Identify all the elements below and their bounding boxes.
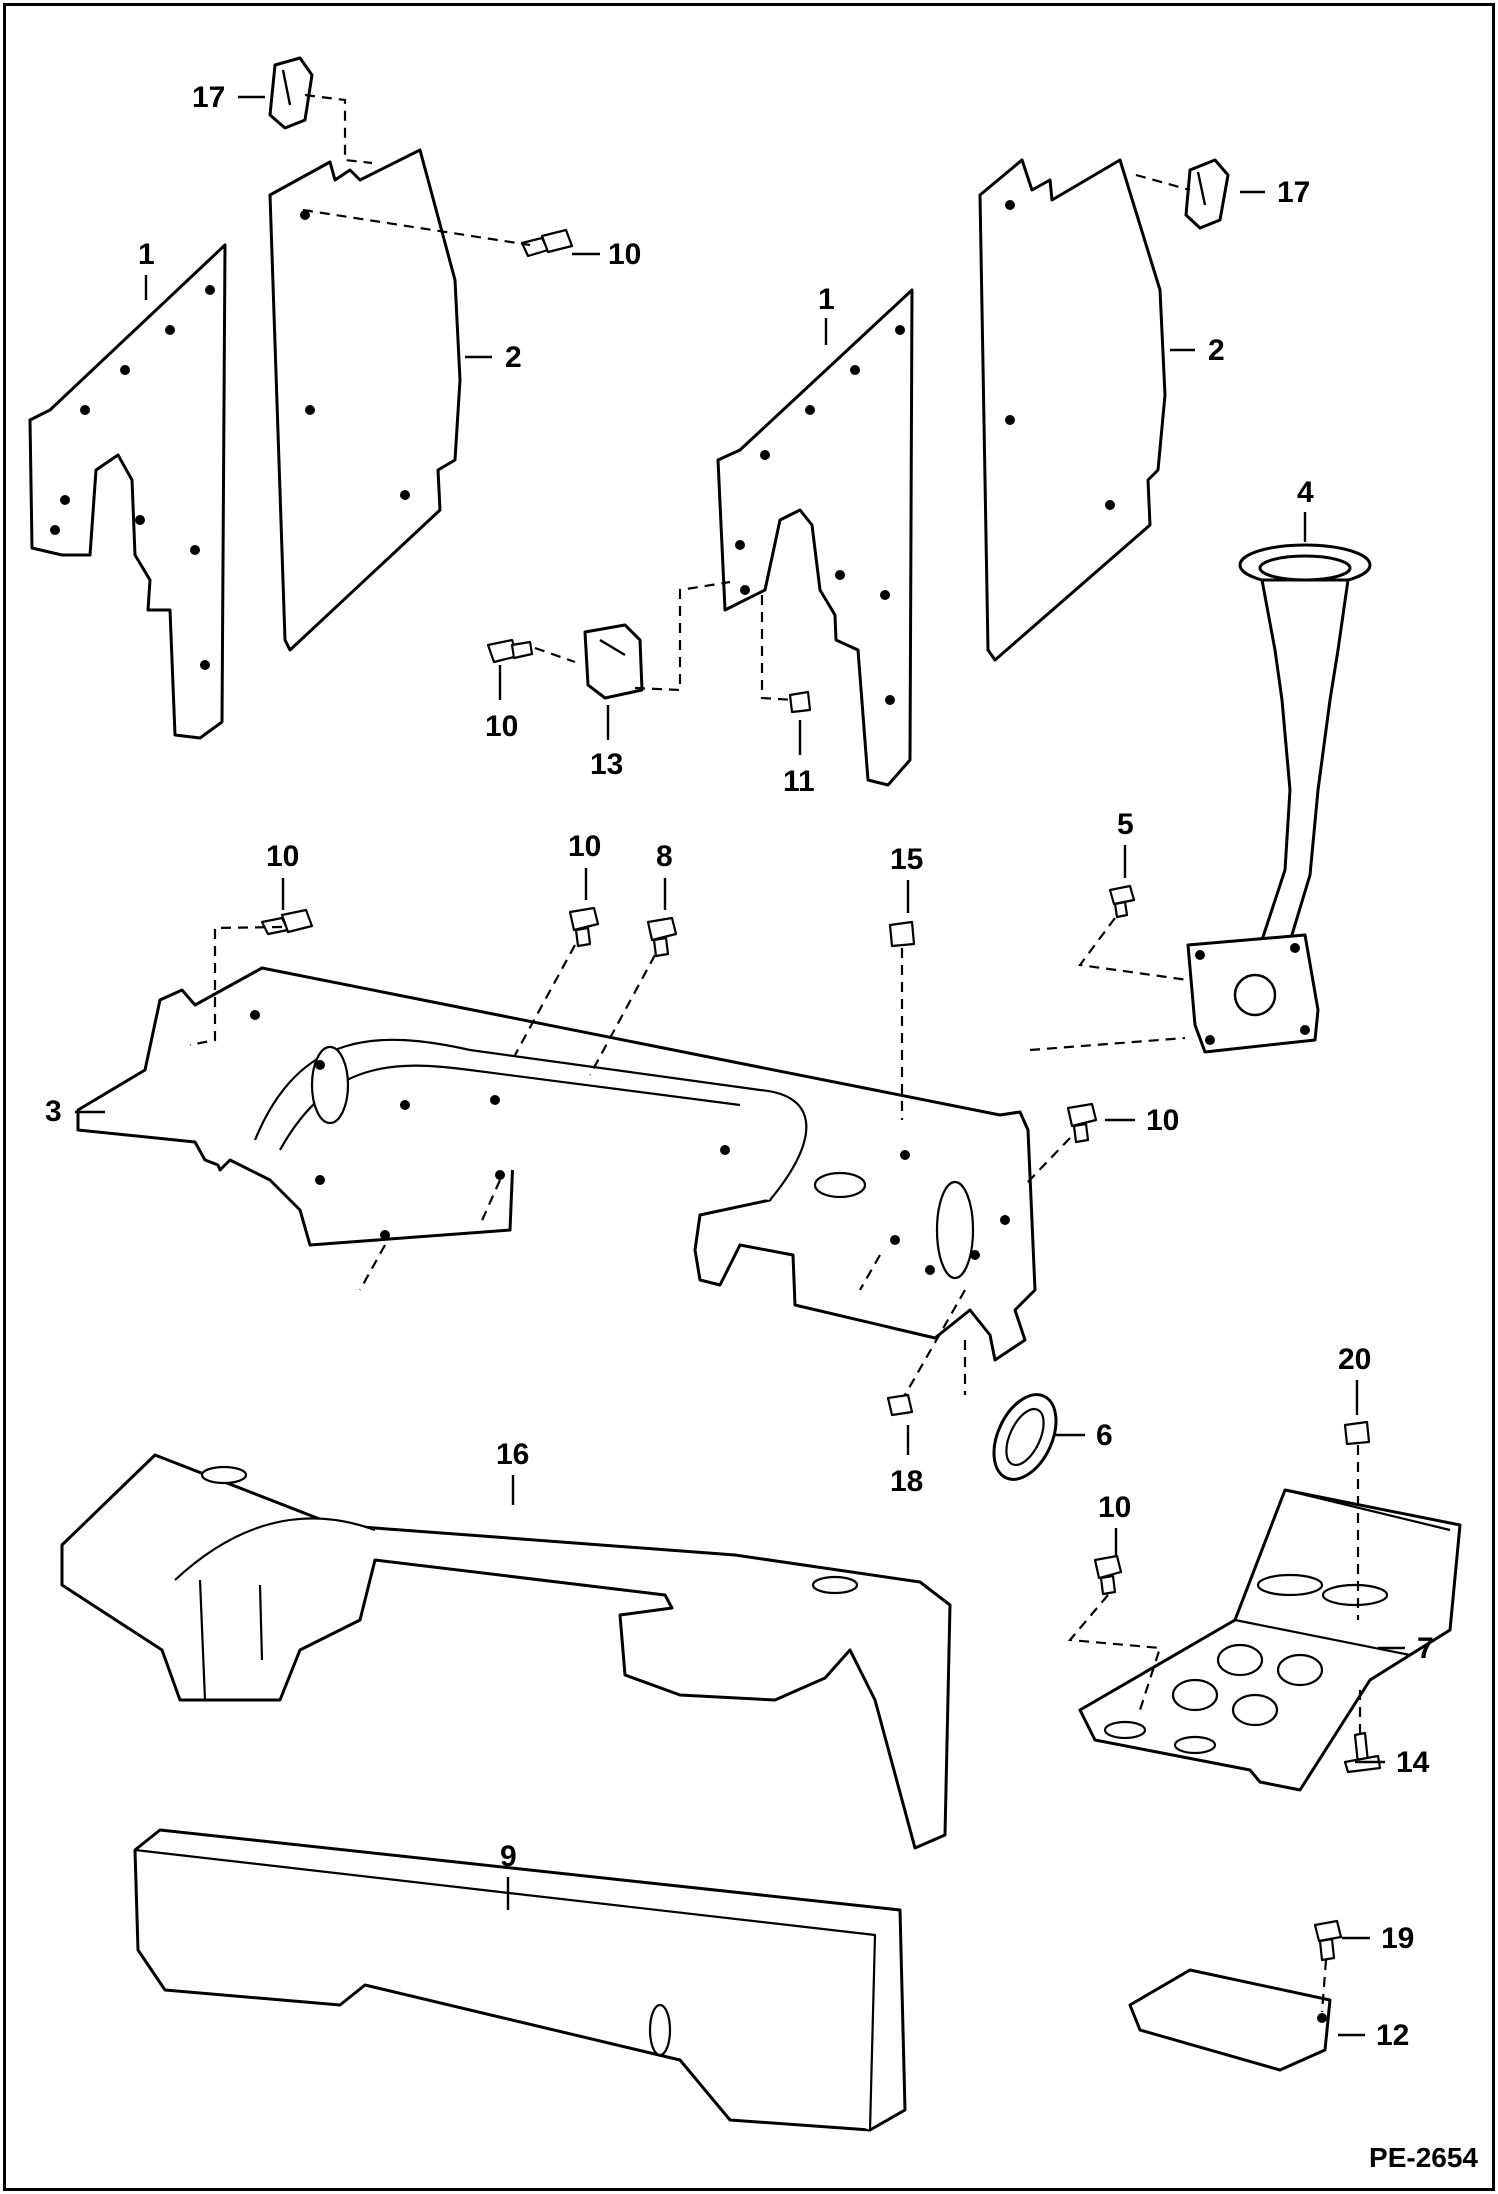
part-6-grommet [992, 1393, 1058, 1481]
part-17-bumper-left [268, 56, 314, 130]
callout-leaders [75, 95, 1405, 2037]
part-1-center-panel [716, 288, 914, 787]
callout-8: 8 [656, 840, 673, 873]
part-17-bumper-right [1184, 158, 1230, 230]
assembly-dashed-lines [189, 93, 1362, 2013]
callout-2: 2 [1208, 334, 1225, 367]
part-2-right-rear-panel [978, 158, 1167, 662]
bolt-10-top [520, 228, 574, 258]
bolt-10-right [1066, 1102, 1098, 1144]
callout-19: 19 [1381, 1922, 1415, 1955]
callout-10: 10 [485, 710, 519, 743]
drawing-code: PE-2654 [1369, 2142, 1478, 2173]
nut-18 [886, 1393, 914, 1417]
part-2-left-rear-panel [268, 148, 462, 652]
part-1-left-panel [28, 243, 227, 740]
callout-16: 16 [496, 1438, 530, 1471]
callout-14: 14 [1396, 1746, 1430, 1779]
part-13-bracket [583, 623, 644, 700]
callout-12: 12 [1376, 2019, 1410, 2052]
callout-13: 13 [590, 748, 624, 781]
callout-17: 17 [192, 81, 226, 114]
drawing-border [3, 3, 1495, 2191]
bolt-10-bracket [486, 638, 534, 664]
part-16-insulation [60, 1453, 952, 1850]
callout-10: 10 [568, 830, 602, 863]
callout-20: 20 [1338, 1343, 1372, 1376]
bolt-8 [646, 916, 678, 958]
callout-7: 7 [1417, 1632, 1434, 1665]
callout-10: 10 [266, 840, 300, 873]
bolt-10-base-left [260, 908, 314, 936]
bolt-19 [1313, 1919, 1343, 1962]
callout-15: 15 [890, 843, 924, 876]
bolt-10-lower-right [1093, 1554, 1123, 1596]
callout-4: 4 [1297, 476, 1314, 509]
bolt-5 [1108, 884, 1136, 919]
nut-11 [788, 690, 812, 714]
callout-6: 6 [1096, 1419, 1113, 1452]
callout-10: 10 [608, 238, 642, 271]
part-7-step-plate [1078, 1488, 1462, 1792]
callout-2: 2 [505, 341, 522, 374]
bolt-10-base-mid [568, 906, 600, 948]
nut-20 [1343, 1420, 1371, 1446]
callout-5: 5 [1117, 808, 1134, 841]
part-4-filler-tube [1238, 543, 1372, 950]
callout-10: 10 [1146, 1104, 1180, 1137]
callout-3: 3 [45, 1095, 62, 1128]
plug-15 [888, 920, 916, 948]
callout-9: 9 [500, 1840, 517, 1873]
part-3-main-frame [76, 966, 1037, 1362]
part-9-foam-strip [133, 1828, 907, 2132]
callout-17: 17 [1277, 176, 1311, 209]
callout-11: 11 [783, 765, 815, 798]
callout-1: 1 [138, 238, 155, 271]
callout-18: 18 [890, 1465, 924, 1498]
bolt-14 [1343, 1731, 1382, 1774]
callout-1: 1 [818, 283, 835, 316]
part-4-mounting-plate [1186, 933, 1320, 1054]
callout-10: 10 [1098, 1491, 1132, 1524]
part-12-cover-plate [1128, 1968, 1332, 2072]
